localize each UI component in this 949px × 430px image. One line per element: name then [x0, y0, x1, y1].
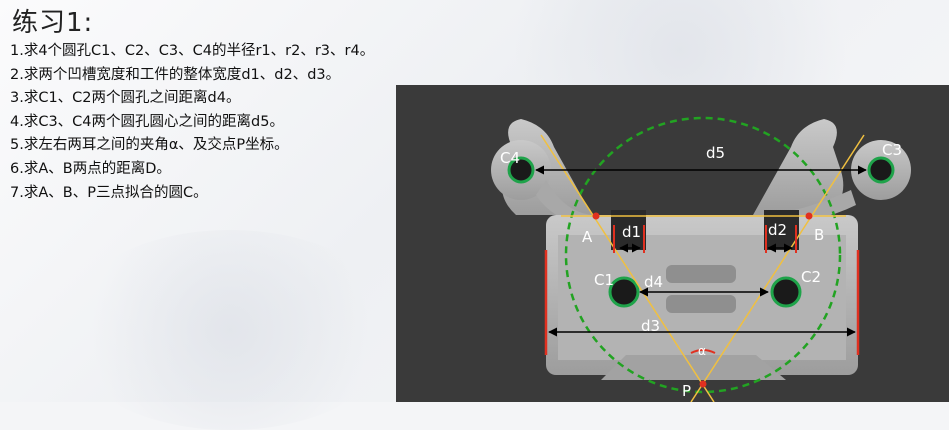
- label-d1: d1: [622, 223, 641, 241]
- label-a: A: [582, 228, 593, 246]
- alpha-arc: [690, 349, 716, 354]
- label-d4: d4: [644, 273, 663, 291]
- workpiece-diagram: C4 C3 d5 d1 d2 A B C1 C2 d4 d3 α P: [396, 85, 949, 402]
- workpiece-image: C4 C3 d5 d1 d2 A B C1 C2 d4 d3 α P: [396, 85, 949, 402]
- task-item: 2.求两个凹槽宽度和工件的整体宽度d1、d2、d3。: [10, 66, 341, 83]
- fit-circle: [564, 116, 842, 394]
- bottom-tab: [601, 355, 786, 380]
- point-p: [699, 380, 707, 388]
- task-item: 3.求C1、C2两个圆孔之间距离d4。: [10, 90, 241, 107]
- task-item: 4.求C3、C4两个圆孔圆心之间的距离d5。: [10, 113, 284, 130]
- center-slot-top: [666, 265, 736, 283]
- task-list: 1.求4个圆孔C1、C2、C3、C4的半径r1、r2、r3、r4。 2.求两个凹…: [10, 40, 374, 205]
- hole-c2: [770, 276, 802, 308]
- label-d3: d3: [641, 317, 660, 335]
- hole-c3: [867, 156, 895, 184]
- label-p: P: [682, 382, 691, 400]
- label-b: B: [814, 226, 824, 244]
- label-c3: C3: [882, 141, 902, 159]
- slide-title: 练习1:: [12, 8, 94, 38]
- label-d2: d2: [768, 221, 787, 239]
- label-c1: C1: [594, 271, 614, 289]
- center-slot-bottom: [666, 295, 736, 313]
- label-c4: C4: [500, 149, 520, 167]
- task-item: 6.求A、B两点的距离D。: [10, 160, 171, 177]
- label-alpha: α: [698, 344, 706, 358]
- hole-c1: [608, 276, 640, 308]
- background-decoration: [60, 230, 400, 430]
- label-d5: d5: [706, 144, 725, 162]
- left-ear-line: [540, 134, 715, 402]
- point-a: [592, 212, 600, 220]
- hole-c4: [507, 156, 535, 184]
- task-item: 1.求4个圆孔C1、C2、C3、C4的半径r1、r2、r3、r4。: [10, 43, 375, 59]
- right-ear-line: [690, 134, 865, 402]
- task-item: 7.求A、B、P三点拟合的圆C。: [10, 184, 208, 201]
- label-c2: C2: [801, 268, 821, 286]
- point-b: [805, 212, 813, 220]
- task-item: 5.求左右两耳之间的夹角α、及交点P坐标。: [10, 137, 289, 154]
